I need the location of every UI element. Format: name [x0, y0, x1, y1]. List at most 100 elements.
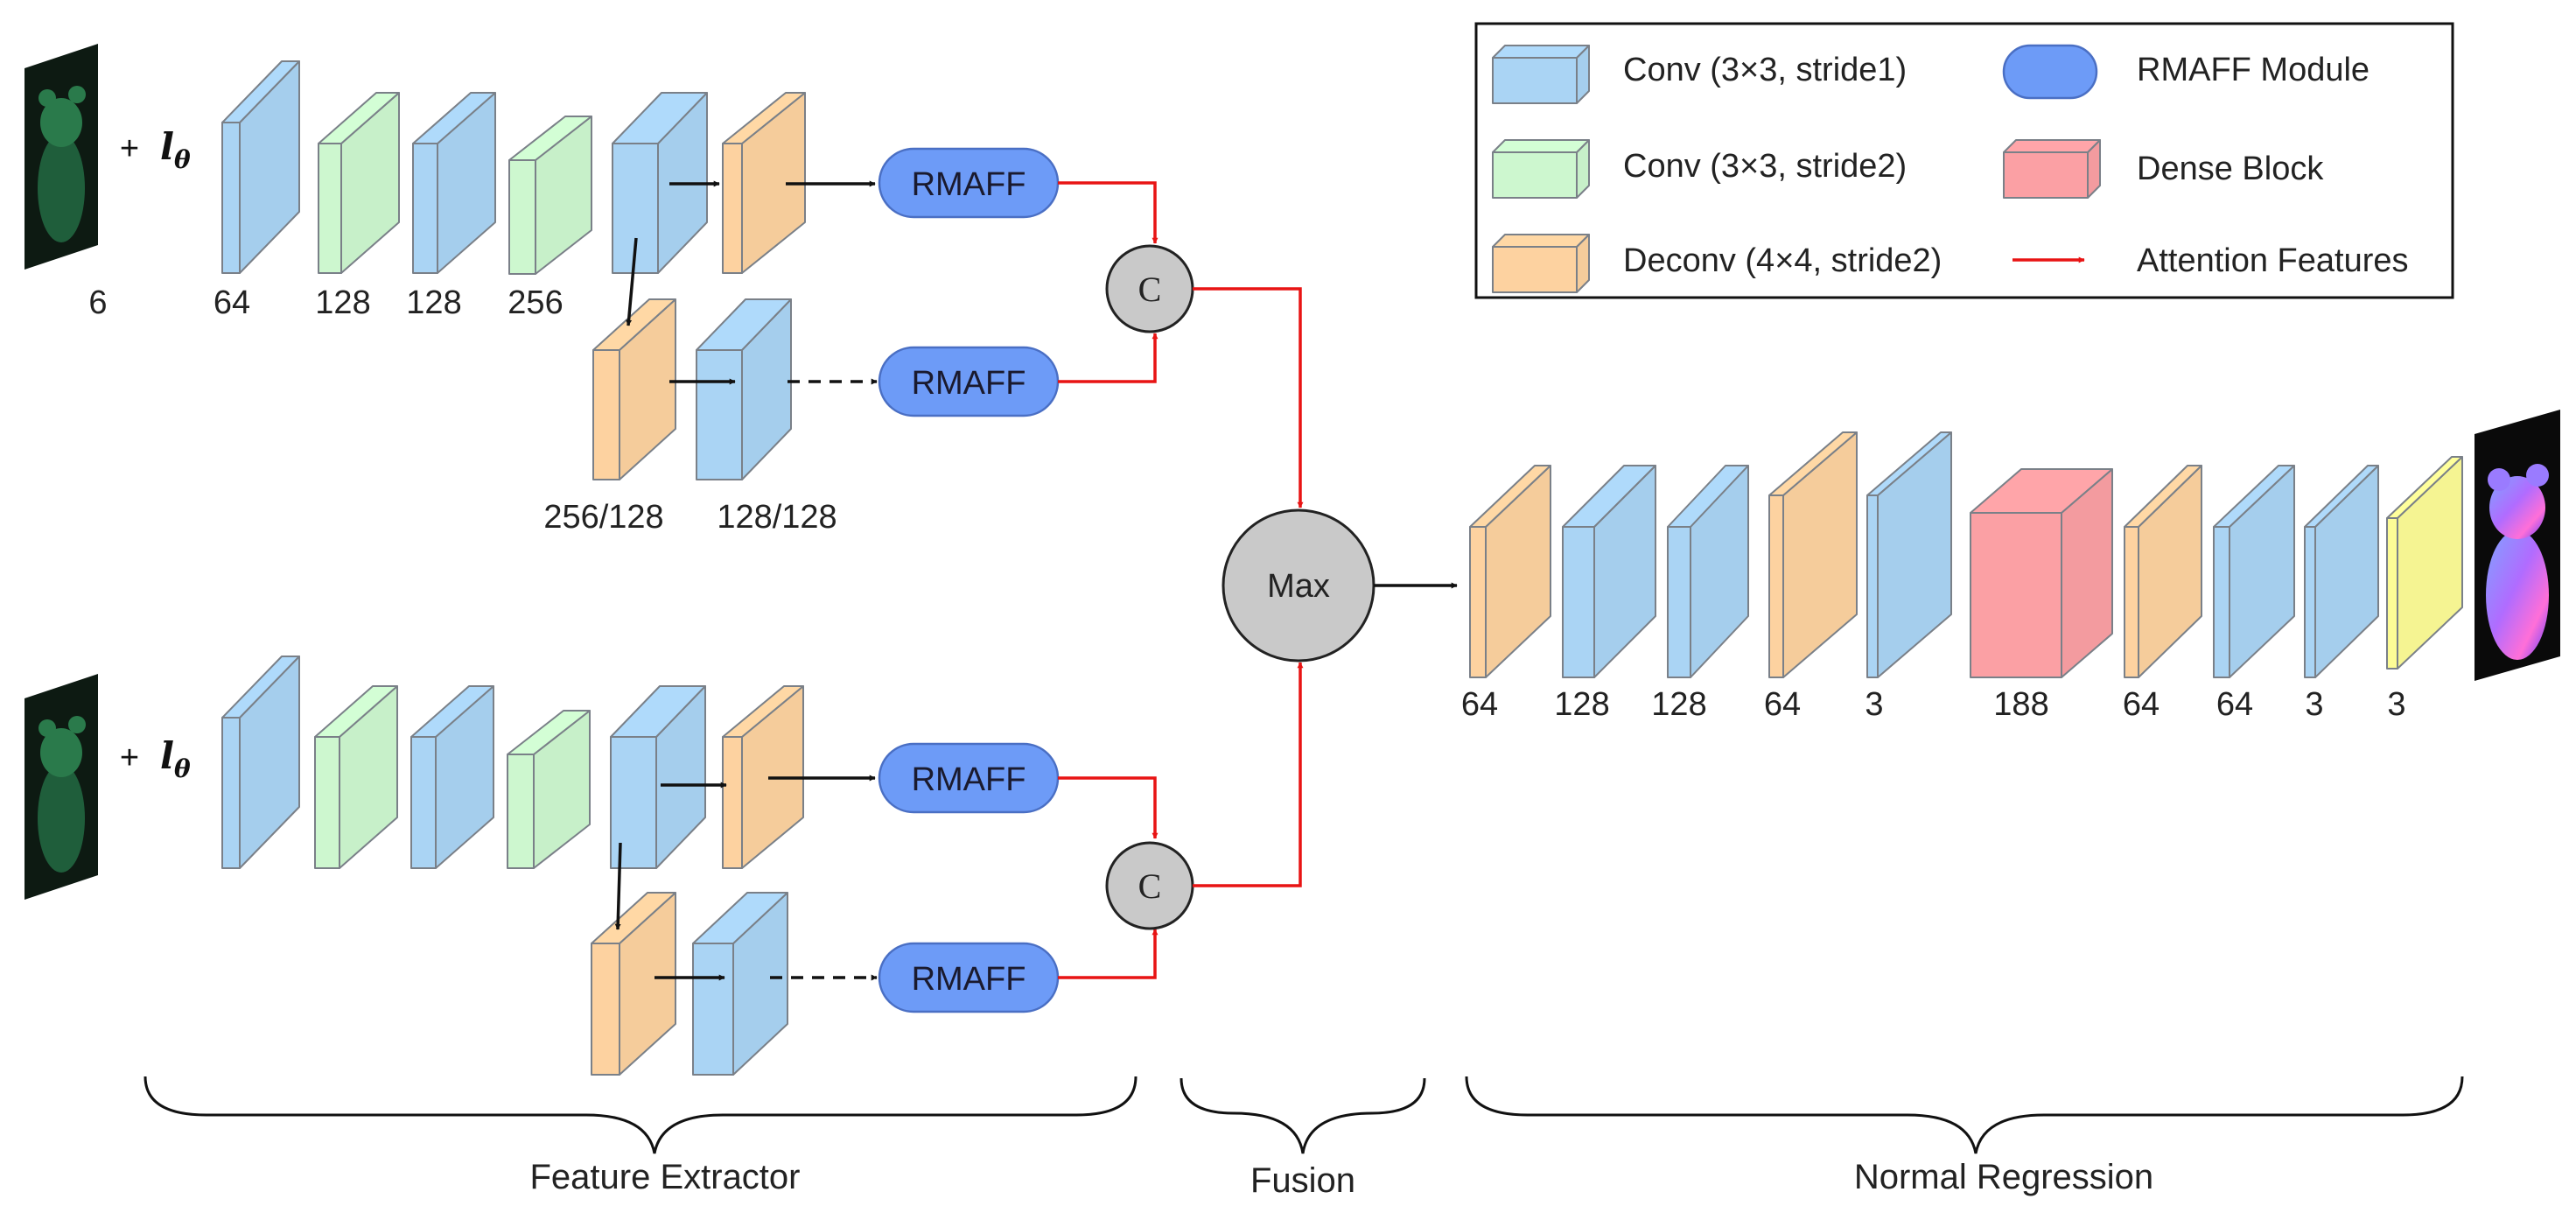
legend-dense-swatch-front	[2003, 151, 2089, 199]
arrow-down-top	[626, 237, 638, 326]
channel-label-top-2: 128	[315, 284, 370, 321]
brace-feature-extractor	[144, 1076, 1138, 1154]
legend-swatches	[1492, 45, 2101, 293]
channel-label-reg-3: 128	[1651, 686, 1706, 723]
deconv-block-reg-7-front	[2124, 526, 2139, 678]
conv1-block-reg-5-front	[1866, 494, 1879, 678]
deconv-block-reg-4-front	[1768, 494, 1784, 678]
conv1-block-reg-9-front	[2304, 526, 2316, 678]
channel-label-reg-2: 128	[1554, 686, 1609, 723]
deconv-block-reg-1	[1469, 465, 1551, 678]
channel-label-top-5: 256/128	[543, 499, 663, 536]
conv2-block-bottom-2	[314, 685, 398, 869]
section-label-fusion: Fusion	[1250, 1161, 1355, 1200]
conv1-block-bottom-3-front	[410, 736, 437, 869]
conv1-block-top-3	[412, 92, 496, 274]
legend-conv1-swatch	[1492, 45, 1590, 104]
channel-label-reg-1: 64	[1461, 686, 1498, 723]
deconv-block-bottom-lower-1	[591, 892, 676, 1076]
channel-label-reg-8: 64	[2216, 686, 2253, 723]
attention-arrow-bottom-2	[1058, 929, 1158, 979]
concat-label-bottom: C	[1138, 866, 1162, 906]
channel-label-top-4: 256	[508, 284, 563, 321]
conv1-block-reg-3	[1667, 465, 1749, 678]
conv1-block-reg-2	[1562, 465, 1656, 678]
conv1-block-bottom-5-front	[610, 736, 657, 869]
conv2-block-bottom-2-front	[314, 736, 340, 869]
deconv-block-bottom-lower-1-front	[591, 943, 620, 1076]
rmaff-label-bottom-2: RMAFF	[912, 961, 1026, 998]
conv1-block-bottom-1	[221, 656, 300, 869]
conv1-block-reg-9	[2304, 465, 2379, 678]
conv2-block-top-4	[508, 116, 592, 275]
legend-module-label: RMAFF Module	[2137, 52, 2370, 88]
arrow-down-bottom	[614, 842, 622, 930]
conv2-block-top-2-front	[318, 143, 342, 274]
legend-module-swatch	[2002, 44, 2098, 100]
deconv-block-top-6-front	[722, 143, 743, 274]
brace-normal-regression	[1465, 1076, 2464, 1154]
channel-label-reg-10: 3	[2387, 686, 2405, 723]
plus-sign-top: +	[120, 130, 139, 167]
section-label-normal-regression: Normal Regression	[1854, 1158, 2153, 1196]
legend-dense-swatch-top	[2003, 139, 2101, 153]
conv1-block-bottom-3	[410, 685, 494, 869]
legend-box	[1474, 22, 2454, 299]
legend-conv2-swatch	[1492, 139, 1590, 199]
conv1-block-top-1	[221, 60, 300, 274]
output-block-reg-10-front	[2386, 517, 2398, 670]
legend-deconv-swatch-top	[1492, 234, 1590, 248]
attention-arrow-top-1	[1058, 181, 1158, 244]
concat-label-top: C	[1138, 270, 1162, 309]
deconv-block-top-lower-1-front	[592, 349, 620, 480]
rmaff-label-top-2: RMAFF	[912, 365, 1026, 402]
legend-conv1-swatch-front	[1492, 57, 1578, 104]
legend-deconv-swatch-front	[1492, 246, 1578, 293]
attention-arrow-to-max-bottom	[1193, 662, 1304, 887]
channel-label-reg-9: 3	[2305, 686, 2323, 723]
conv1-block-top-lower-2-front	[696, 349, 743, 480]
input-image-top	[24, 44, 98, 270]
legend-conv1-swatch-top	[1492, 45, 1590, 59]
conv1-block-reg-8-front	[2213, 526, 2230, 678]
channel-label-top-6: 128/128	[717, 499, 836, 536]
light-symbol-bottom: l	[160, 734, 174, 777]
conv1-block-reg-2-front	[1562, 526, 1595, 678]
legend-conv2-swatch-front	[1492, 151, 1578, 199]
deconv-block-reg-7	[2124, 465, 2202, 678]
conv2-block-bottom-4-front	[507, 754, 535, 869]
attention-arrow-top-2	[1058, 333, 1158, 383]
conv1-block-top-1-front	[221, 122, 241, 274]
conv1-block-bottom-lower-2	[692, 892, 788, 1076]
conv1-block-top-3-front	[412, 143, 438, 274]
conv1-block-bottom-lower-2-front	[692, 943, 734, 1076]
conv1-block-reg-8	[2213, 465, 2295, 678]
conv1-block-reg-3-front	[1667, 526, 1691, 678]
conv1-block-top-5	[612, 92, 708, 274]
legend-attention-label: Attention Features	[2137, 242, 2409, 279]
light-subscript-bottom: θ	[174, 754, 191, 783]
dense-block-reg-6	[1970, 468, 2113, 678]
deconv-block-reg-4	[1768, 431, 1858, 678]
conv2-block-top-4-front	[508, 159, 536, 275]
conv1-block-bottom-5	[610, 685, 706, 869]
conv1-block-top-5-front	[612, 143, 659, 274]
deconv-block-top-lower-1	[592, 298, 676, 480]
attention-arrow-to-max-top	[1193, 287, 1304, 508]
channel-label-reg-5: 3	[1865, 686, 1883, 723]
deconv-block-reg-1-front	[1469, 526, 1487, 678]
channel-label-top-1: 64	[214, 284, 250, 321]
rmaff-label-bottom-1: RMAFF	[912, 761, 1026, 798]
max-label: Max	[1267, 568, 1330, 605]
legend-deconv-swatch	[1492, 234, 1590, 293]
deconv-block-top-6	[722, 92, 806, 274]
section-label-feature-extractor: Feature Extractor	[529, 1158, 800, 1196]
deconv-block-bottom-6-front	[722, 736, 743, 869]
rmaff-label-top-1: RMAFF	[912, 166, 1026, 203]
layer-blocks	[221, 60, 2463, 1076]
legend-deconv-label: Deconv (4×4, stride2)	[1623, 242, 1942, 279]
legend-conv1-label: Conv (3×3, stride1)	[1623, 52, 1907, 88]
attention-arrow-bottom-1	[1058, 776, 1158, 839]
